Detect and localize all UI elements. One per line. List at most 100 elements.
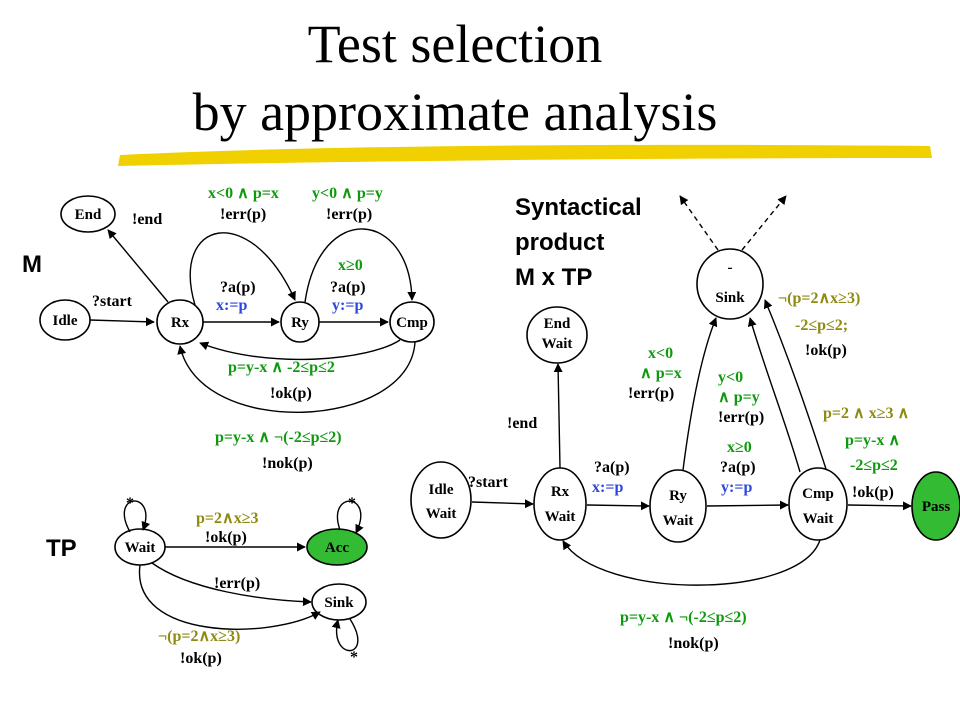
tp-state-acc-label: Acc — [325, 540, 349, 556]
m-edge-err1 — [189, 232, 296, 306]
m-state-idle-label: Idle — [52, 313, 77, 329]
tp-edge-selfloop-wait — [123, 500, 151, 533]
p-edge-err1 — [682, 317, 718, 471]
m-label-nok: !nok(p) — [262, 455, 313, 472]
p-edge-a2 — [706, 500, 789, 510]
p-edge-a1 — [586, 501, 650, 511]
m-state-ry-label: Ry — [291, 315, 309, 331]
p-edge-pass — [847, 501, 912, 511]
m-label-start: ?start — [92, 293, 133, 310]
p-state-cmp-wait-label-1: Cmp — [802, 486, 834, 502]
p-state-rx-wait-label-2: Wait — [545, 509, 576, 525]
m-label-err2: !err(p) — [326, 206, 372, 223]
p-state-sink: - Sink — [696, 248, 764, 320]
tp-edge-selfloop-sink — [331, 618, 359, 652]
tp-edge-err — [151, 562, 312, 607]
p-state-sink-label: Sink — [715, 290, 745, 306]
p-label-pass-guard-1: p=2 ∧ x≥3 ∧ — [823, 405, 909, 422]
tp-star-acc: * — [348, 495, 356, 512]
p-state-ry-wait-label-2: Wait — [663, 513, 694, 529]
m-state-rx-label: Rx — [171, 315, 190, 331]
p-label-err2-guard-b: ∧ p=y — [718, 389, 760, 406]
p-label-neg-ok: !ok(p) — [805, 342, 847, 359]
title-underline — [118, 144, 932, 166]
p-edge-nok — [562, 539, 821, 586]
m-edge-end — [107, 229, 169, 303]
p-edge-dashed-left — [679, 195, 719, 251]
p-state-pass: Pass — [911, 471, 960, 541]
p-label-a2-guard: x≥0 — [727, 439, 752, 456]
label-product-3: M x TP — [515, 264, 592, 291]
p-state-sink-label-top: - — [728, 260, 733, 276]
title-line-2: by approximate analysis — [193, 82, 718, 142]
p-label-err1-guard-a: x<0 — [648, 345, 673, 362]
label-product-1: Syntactical — [515, 194, 642, 221]
p-edge-neg — [763, 299, 827, 470]
m-label-nok-guard: p=y-x ∧ ¬(-2≤p≤2) — [215, 429, 342, 446]
p-state-ry-wait-label-1: Ry — [669, 488, 687, 504]
p-label-nok-guard: p=y-x ∧ ¬(-2≤p≤2) — [620, 609, 747, 626]
p-label-neg-guard-2: -2≤p≤2; — [795, 317, 848, 334]
m-state-rx: Rx — [156, 299, 204, 345]
p-label-err2-guard-a: y<0 — [718, 369, 743, 386]
m-state-idle: Idle — [39, 299, 91, 341]
p-state-pass-label: Pass — [922, 499, 951, 515]
m-edge-start — [89, 317, 155, 327]
m-state-end: End — [60, 195, 116, 233]
m-edge-err2 — [304, 228, 417, 303]
label-tp: TP — [46, 535, 77, 562]
p-label-a1-assign: x:=p — [592, 479, 623, 496]
p-label-err1: !err(p) — [628, 385, 674, 402]
m-label-err1: !err(p) — [220, 206, 266, 223]
p-label-err2: !err(p) — [718, 409, 764, 426]
p-state-end-wait-label-1: End — [544, 316, 571, 332]
p-state-ry-wait: Ry Wait — [649, 469, 707, 543]
m-label-a2-guard: x≥0 — [338, 257, 363, 274]
m-label-a2: ?a(p) — [330, 279, 366, 296]
m-label-a1: ?a(p) — [220, 279, 256, 296]
p-label-start: ?start — [468, 474, 509, 491]
tp-star-sink: * — [350, 649, 358, 666]
m-state-end-label: End — [75, 207, 102, 223]
m-edge-ok — [199, 339, 401, 361]
label-product-2: product — [515, 229, 604, 256]
p-label-a2: ?a(p) — [720, 459, 756, 476]
p-state-cmp-wait-label-2: Wait — [803, 511, 834, 527]
m-label-err2-guard: y<0 ∧ p=y — [312, 185, 383, 202]
p-label-a1: ?a(p) — [594, 459, 630, 476]
p-state-end-wait-label-2: Wait — [542, 336, 573, 352]
tp-edge-neg — [139, 564, 321, 630]
tp-state-sink-label: Sink — [324, 595, 354, 611]
m-label-a1-assign: x:=p — [216, 297, 247, 314]
tp-state-wait: Wait — [114, 528, 166, 566]
tp-state-acc: Acc — [306, 528, 368, 566]
m-state-cmp-label: Cmp — [396, 315, 428, 331]
p-state-cmp-wait: Cmp Wait — [788, 467, 848, 541]
p-state-end-wait: End Wait — [526, 306, 588, 364]
p-label-neg-guard: ¬(p=2∧x≥3) — [778, 290, 860, 307]
tp-state-sink: Sink — [311, 583, 367, 621]
tp-label-err: !err(p) — [214, 575, 260, 592]
p-edge-dashed-right — [741, 195, 787, 251]
m-label-ok: !ok(p) — [270, 385, 312, 402]
p-label-err1-guard-b: ∧ p=x — [640, 365, 682, 382]
tp-label-neg-guard: ¬(p=2∧x≥3) — [158, 628, 240, 645]
tp-label-acc-guard: p=2∧x≥3 — [196, 510, 259, 527]
tp-edge-selfloop-acc — [337, 500, 364, 534]
tp-label-acc-ok: !ok(p) — [205, 529, 247, 546]
m-state-ry: Ry — [280, 301, 320, 343]
m-label-end: !end — [132, 211, 162, 228]
p-edge-err2 — [747, 317, 801, 473]
tp-label-neg-ok: !ok(p) — [180, 650, 222, 667]
label-m: M — [22, 251, 42, 278]
m-label-a2-assign: y:=p — [332, 297, 363, 314]
p-state-idle-wait-label-2: Wait — [426, 506, 457, 522]
p-state-rx-wait-label-1: Rx — [551, 484, 570, 500]
p-label-end: !end — [507, 415, 537, 432]
m-edge-nok — [177, 341, 416, 413]
p-state-idle-wait-label-1: Idle — [428, 482, 453, 498]
p-label-pass-guard-3: -2≤p≤2 — [850, 457, 898, 474]
tp-star-wait: * — [126, 495, 134, 512]
p-label-nok: !nok(p) — [668, 635, 719, 652]
p-label-pass-guard-2: p=y-x ∧ — [845, 432, 900, 449]
